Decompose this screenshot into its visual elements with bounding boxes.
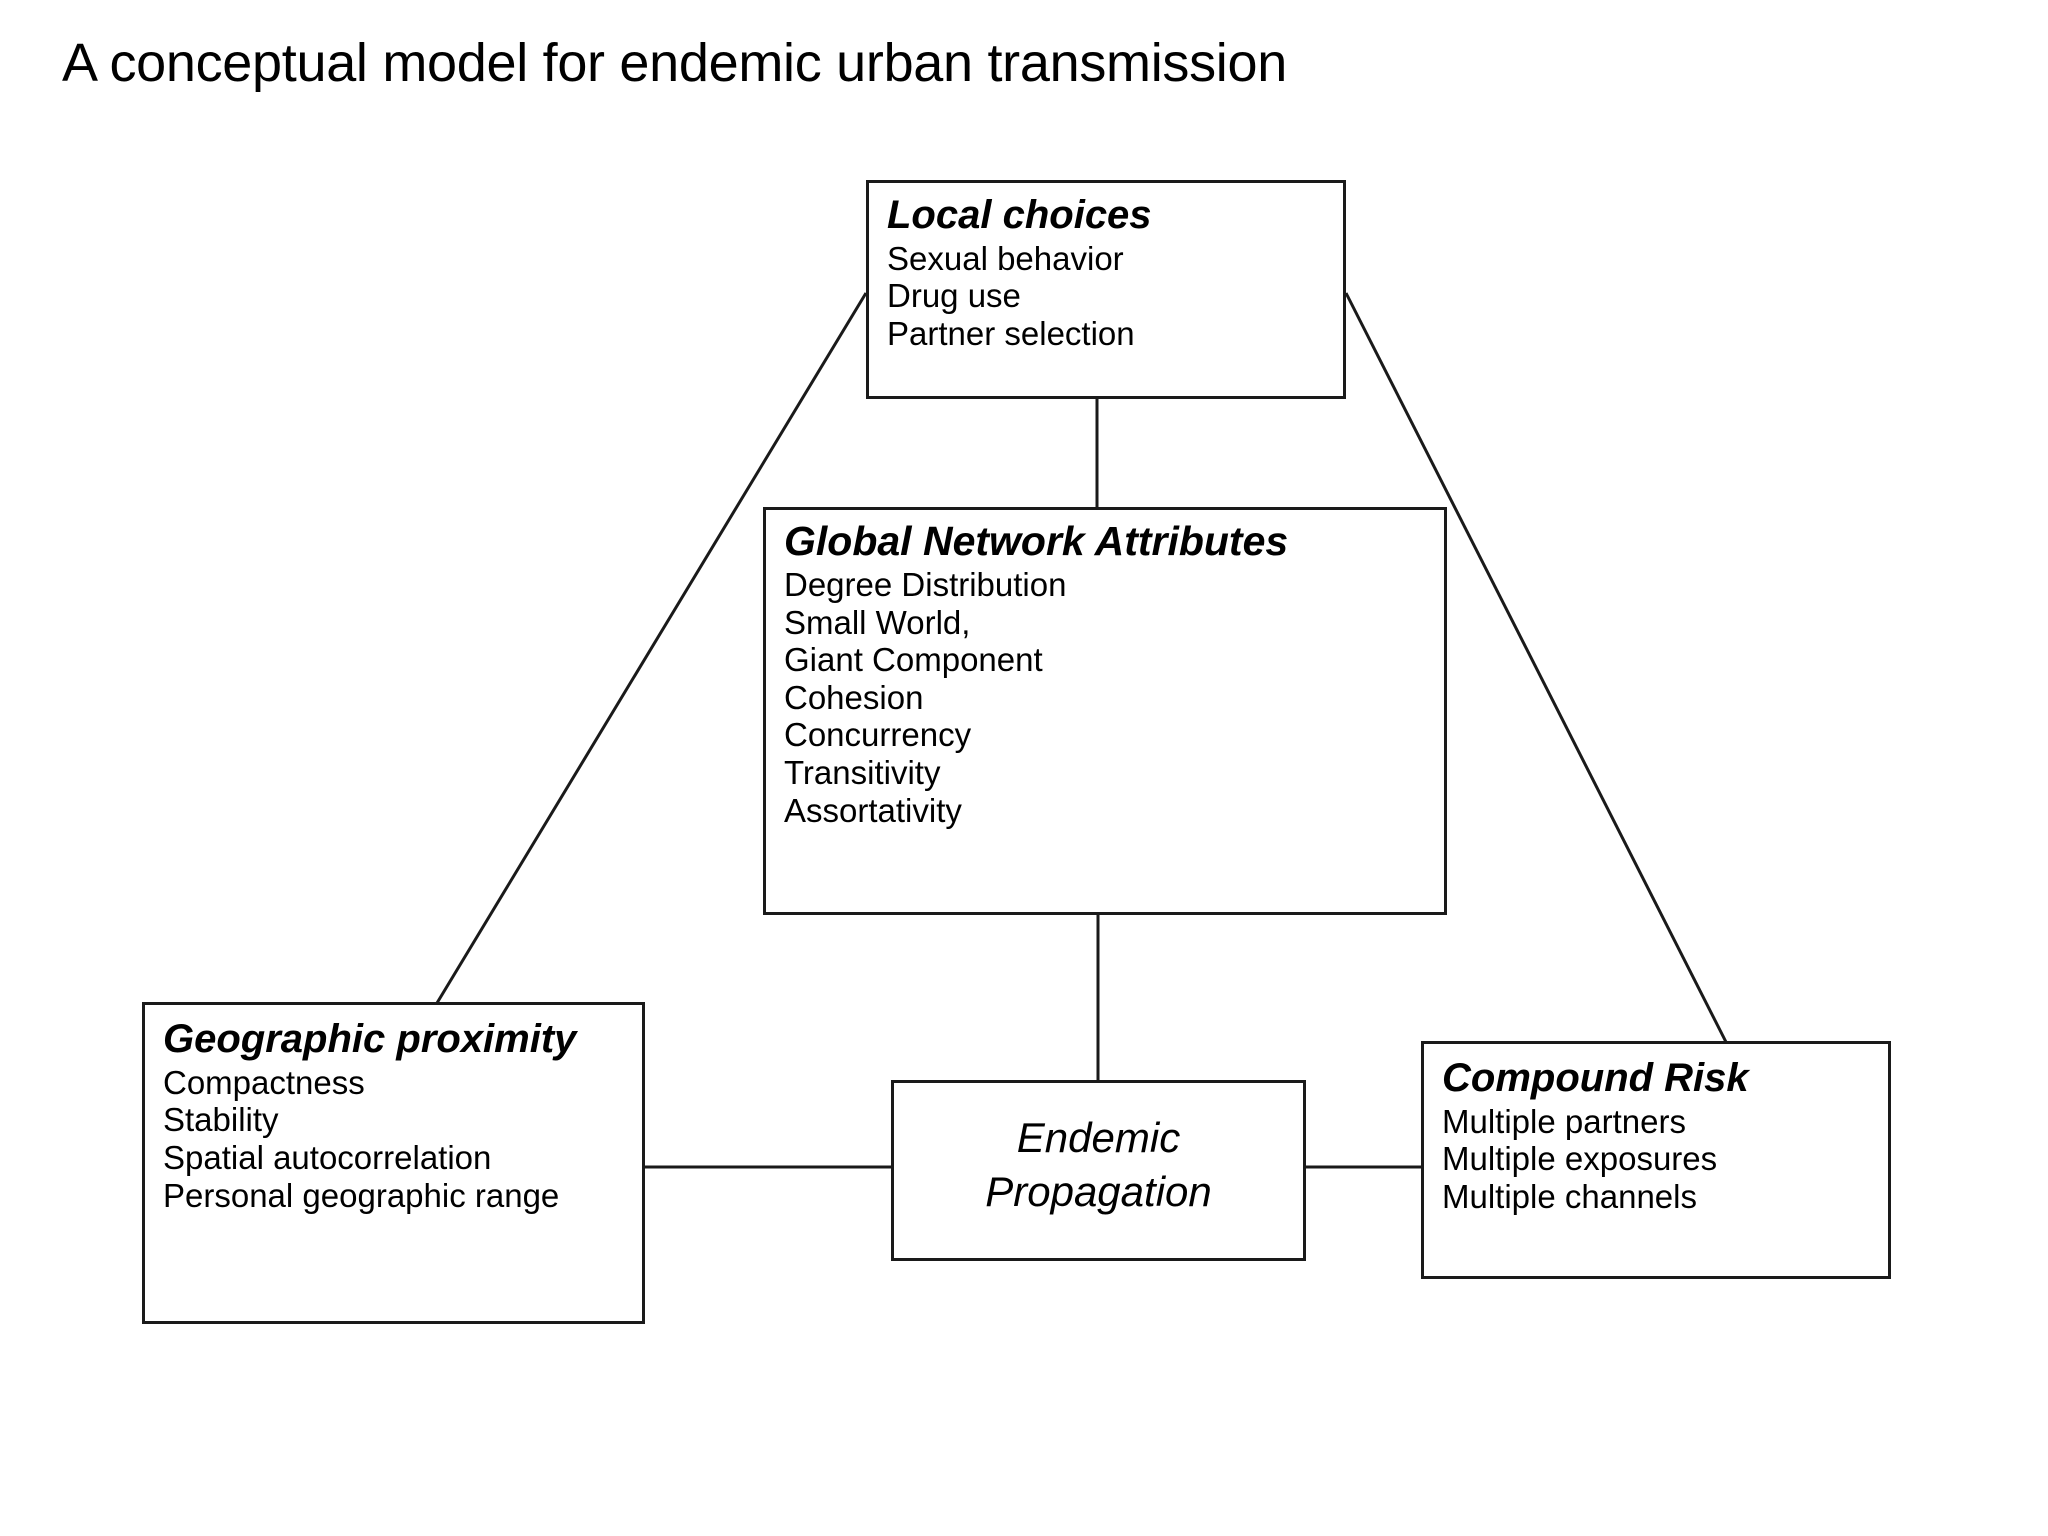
node-geographic-proximity[interactable]: Geographic proximity Compactness Stabili… (142, 1002, 645, 1324)
node-global-network-item-3: Cohesion (784, 678, 924, 716)
edge-local-choices-to-geographic (435, 292, 868, 1004)
node-global-network-content: Global Network Attributes Degree Distrib… (784, 516, 1436, 829)
node-global-network-item-1: Small World, (784, 603, 971, 641)
node-local-choices-title: Local choices (887, 193, 1152, 237)
page-title: A conceptual model for endemic urban tra… (62, 33, 1287, 93)
node-global-network-item-2: Giant Component (784, 641, 1043, 679)
node-geographic-item-1: Stability (163, 1101, 279, 1139)
node-endemic-title-line2: Propagation (985, 1167, 1212, 1215)
node-geographic-item-0: Compactness (163, 1063, 365, 1101)
node-local-choices-item-1: Drug use (887, 277, 1021, 315)
node-global-network-item-5: Transitivity (784, 754, 941, 792)
node-local-choices-content: Local choices Sexual behavior Drug use P… (887, 191, 1335, 353)
node-geographic-title: Geographic proximity (163, 1017, 577, 1061)
node-compound-risk-content: Compound Risk Multiple partners Multiple… (1442, 1054, 1880, 1216)
node-endemic-propagation[interactable]: Endemic Propagation (891, 1080, 1306, 1261)
node-local-choices[interactable]: Local choices Sexual behavior Drug use P… (866, 180, 1346, 399)
node-global-network-item-4: Concurrency (784, 716, 972, 754)
node-local-choices-item-2: Partner selection (887, 315, 1135, 353)
node-endemic-title-line1: Endemic (1016, 1114, 1181, 1161)
node-geographic-item-3: Personal geographic range (163, 1176, 560, 1214)
node-compound-risk[interactable]: Compound Risk Multiple partners Multiple… (1421, 1041, 1891, 1279)
node-compound-risk-item-1: Multiple exposures (1442, 1140, 1718, 1178)
node-endemic-content: Endemic Propagation (894, 1111, 1303, 1219)
node-global-network-item-6: Assortativity (784, 791, 962, 829)
node-global-network-title: Global Network Attributes (784, 518, 1289, 564)
node-local-choices-item-0: Sexual behavior (887, 239, 1124, 277)
node-compound-risk-item-0: Multiple partners (1442, 1102, 1686, 1140)
node-geographic-item-2: Spatial autocorrelation (163, 1139, 492, 1177)
node-compound-risk-item-2: Multiple channels (1442, 1178, 1697, 1216)
node-compound-risk-title: Compound Risk (1442, 1056, 1749, 1100)
edge-local-choices-to-compound-risk (1344, 292, 1728, 1043)
node-global-network-attributes[interactable]: Global Network Attributes Degree Distrib… (763, 507, 1447, 915)
node-geographic-content: Geographic proximity Compactness Stabili… (163, 1015, 634, 1214)
node-global-network-item-0: Degree Distribution (784, 566, 1067, 604)
